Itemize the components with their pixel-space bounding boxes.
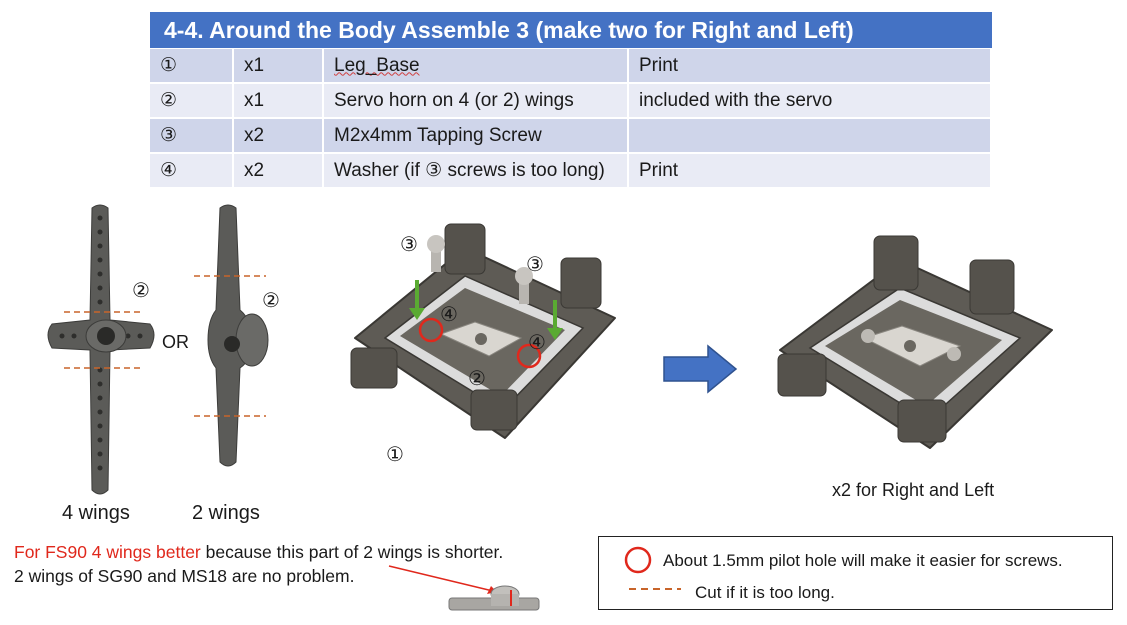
horn-detail-illustration (388, 565, 540, 611)
part-qty: x2 (233, 153, 324, 189)
table-row: ① x1 Leg_Base Print (150, 49, 992, 84)
right-arrow-icon (663, 344, 738, 394)
caption-4-wings: 4 wings (62, 502, 130, 524)
part-name: Washer (if ③ screws is too long) (323, 153, 629, 189)
red-circle-icon (624, 546, 652, 574)
table-row: ② x1 Servo horn on 4 (or 2) wings includ… (150, 83, 992, 119)
part-note: Print (628, 153, 992, 189)
table-row: ③ x2 M2x4mm Tapping Screw (150, 118, 992, 154)
legend-circle-text: About 1.5mm pilot hole will make it easi… (663, 551, 1063, 570)
leg-base-exploded-view (350, 223, 616, 439)
label-part-3: ③ (526, 254, 544, 276)
label-part-4: ④ (440, 304, 458, 326)
table-row: ④ x2 Washer (if ③ screws is too long) Pr… (150, 153, 992, 189)
horn-note-line-1: For FS90 4 wings better because this par… (14, 540, 503, 564)
label-part-3: ③ (400, 234, 418, 256)
part-number: ② (150, 83, 234, 119)
horn-note: For FS90 4 wings better because this par… (14, 540, 503, 588)
legend-box: About 1.5mm pilot hole will make it easi… (598, 536, 1113, 610)
part-note (628, 118, 992, 154)
dashed-line-icon (629, 588, 681, 590)
label-part-1: ① (386, 444, 404, 466)
part-name: Leg_Base (323, 49, 629, 84)
part-name: Servo horn on 4 (or 2) wings (323, 83, 629, 119)
legend-dash-text: Cut if it is too long. (695, 583, 835, 602)
part-note: Print (628, 49, 992, 84)
label-part-4: ④ (528, 332, 546, 354)
label-part-2: ② (132, 280, 150, 302)
label-part-2: ② (468, 368, 486, 390)
horn-note-line-2: 2 wings of SG90 and MS18 are no problem. (14, 566, 355, 586)
parts-table: ① x1 Leg_Base Print ② x1 Servo horn on 4… (150, 49, 992, 189)
horn-note-rest: because this part of 2 wings is shorter. (200, 542, 504, 562)
caption-2-wings: 2 wings (192, 502, 260, 524)
servo-horn-4-wings (47, 204, 155, 495)
result-caption: x2 for Right and Left (832, 480, 995, 500)
part-name: M2x4mm Tapping Screw (323, 118, 629, 154)
page-title: 4-4. Around the Body Assemble 3 (make tw… (150, 12, 992, 48)
leg-base-assembled-view (777, 235, 1053, 449)
label-part-2: ② (262, 290, 280, 312)
part-number: ④ (150, 153, 234, 189)
part-number: ③ (150, 118, 234, 154)
part-name-text: Leg_Base (334, 54, 420, 76)
part-qty: x2 (233, 118, 324, 154)
part-qty: x1 (233, 83, 324, 119)
part-note: included with the servo (628, 83, 992, 119)
horn-note-highlight: For FS90 4 wings better (14, 542, 201, 562)
part-qty: x1 (233, 49, 324, 84)
part-number: ① (150, 49, 234, 84)
servo-horn-2-wings (194, 204, 269, 467)
or-label: OR (162, 332, 189, 352)
